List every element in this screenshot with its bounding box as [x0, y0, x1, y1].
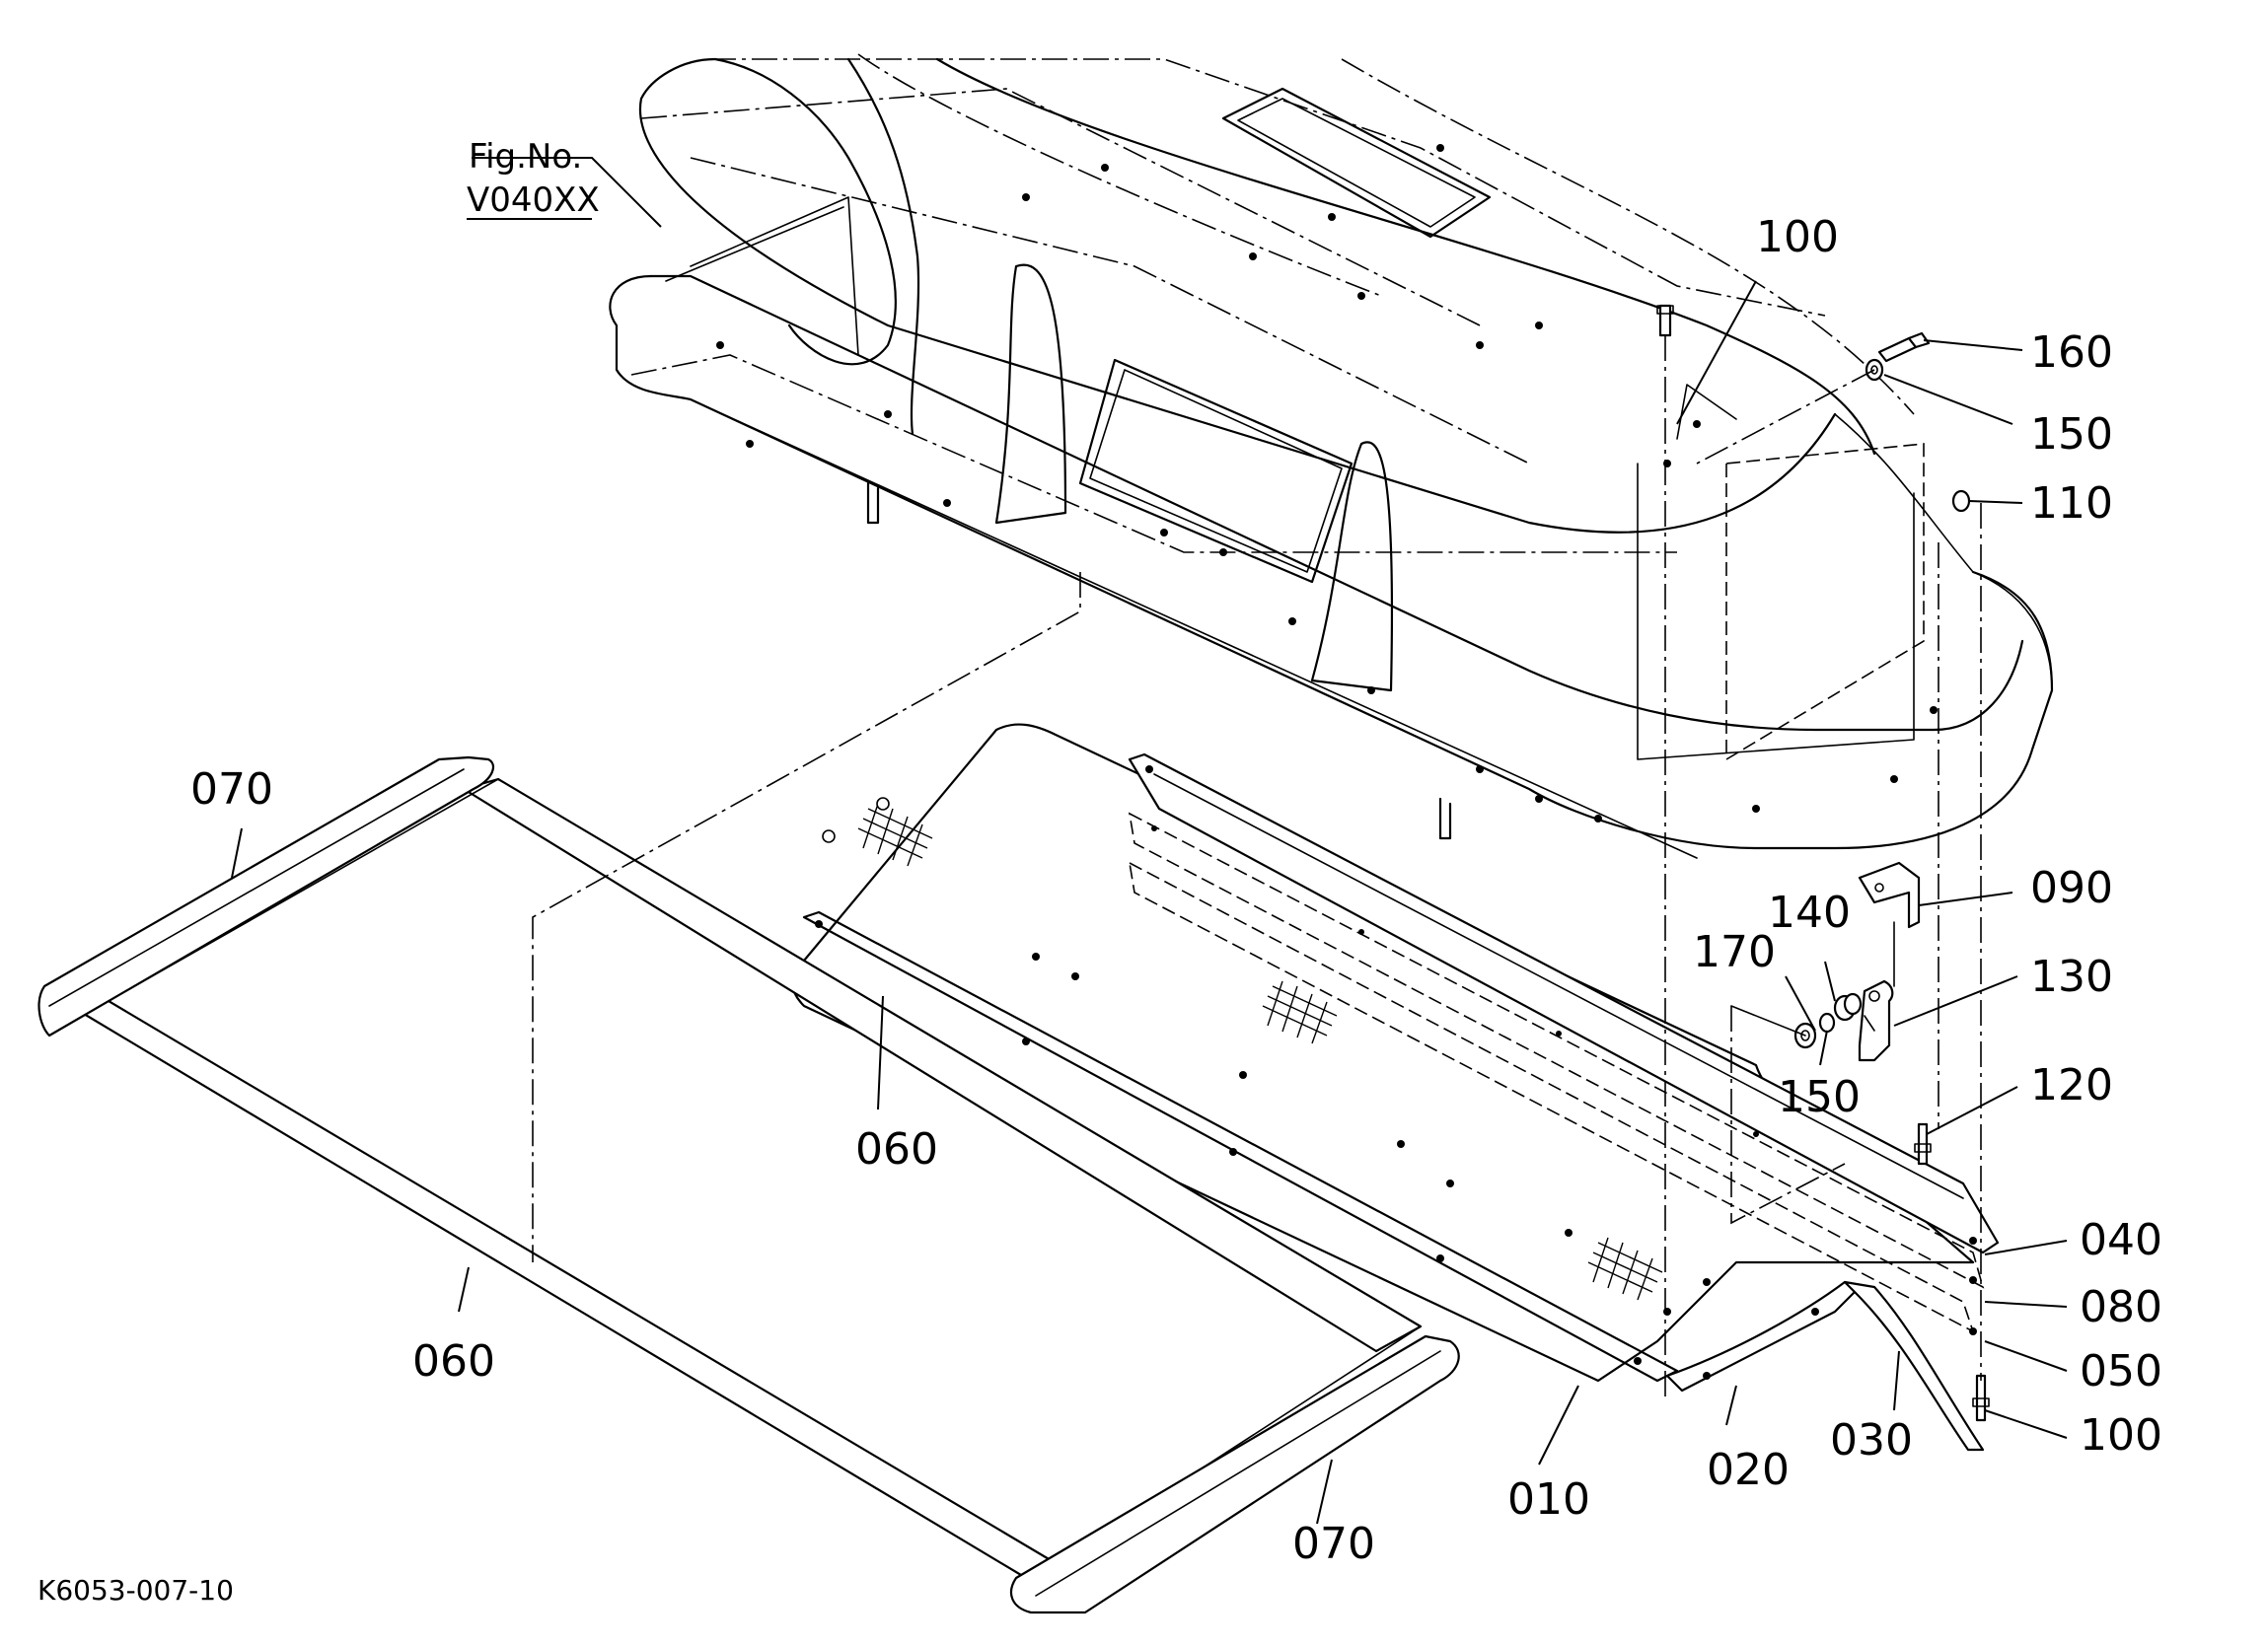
- part-label-070-lower: 070: [1292, 1519, 1375, 1569]
- part-label-010: 010: [1507, 1474, 1590, 1525]
- latch-130: [1858, 979, 1894, 1062]
- part-label-100-top: 100: [1756, 212, 1839, 262]
- part-label-130: 130: [2030, 952, 2113, 1002]
- part-label-100-bottom: 100: [2080, 1410, 2162, 1461]
- part-label-040: 040: [2080, 1215, 2162, 1265]
- part-label-140: 140: [1768, 888, 1851, 938]
- bolt-160: [1877, 331, 1931, 363]
- floor-plate-010: [791, 723, 1975, 1383]
- figure-caption: Fig.No.: [469, 137, 582, 177]
- part-label-060-lower: 060: [412, 1336, 495, 1387]
- washer-150-lower: [1818, 1012, 1836, 1034]
- mesh-grid-a: [857, 803, 933, 867]
- pin-100-top: [1656, 304, 1674, 337]
- part-label-110: 110: [2030, 478, 2113, 529]
- mesh-grid-c: [1587, 1237, 1663, 1301]
- part-label-120: 120: [2030, 1060, 2113, 1110]
- leader-lines: [231, 157, 2068, 1525]
- strip-050: [1128, 861, 1977, 1335]
- washer-110: [1951, 489, 1971, 513]
- pin-100-bottom: [1972, 1374, 1990, 1422]
- part-label-150-lower: 150: [1778, 1072, 1861, 1122]
- alignment-lines: [532, 335, 1982, 1400]
- rear-plate-030: [1843, 1280, 1985, 1452]
- collar-140: [1833, 992, 1863, 1022]
- part-label-080: 080: [2080, 1282, 2162, 1332]
- mesh-grid-b: [1262, 980, 1338, 1044]
- part-label-160: 160: [2030, 327, 2113, 378]
- strip-040: [1128, 752, 2000, 1254]
- part-label-020: 020: [1707, 1445, 1790, 1495]
- side-trim-070-upper: [37, 755, 495, 1038]
- part-label-030: 030: [1830, 1415, 1913, 1466]
- figure-number: V040XX: [467, 180, 600, 220]
- pin-120: [1914, 1122, 1932, 1166]
- part-label-060-upper: 060: [855, 1124, 938, 1175]
- part-label-070-upper: 070: [190, 764, 273, 815]
- strip-080: [1128, 812, 1985, 1289]
- drawing-code: K6053-007-10: [37, 1574, 234, 1607]
- bracket-090: [1858, 861, 1921, 929]
- part-label-050: 050: [2080, 1346, 2162, 1396]
- cab-roof-assembly: [609, 53, 2054, 859]
- part-label-090: 090: [2030, 863, 2113, 913]
- part-label-150-upper: 150: [2030, 409, 2113, 460]
- side-trim-070-lower: [1009, 1334, 1460, 1614]
- floor-mat-060: [77, 777, 1423, 1580]
- part-label-170: 170: [1693, 927, 1776, 977]
